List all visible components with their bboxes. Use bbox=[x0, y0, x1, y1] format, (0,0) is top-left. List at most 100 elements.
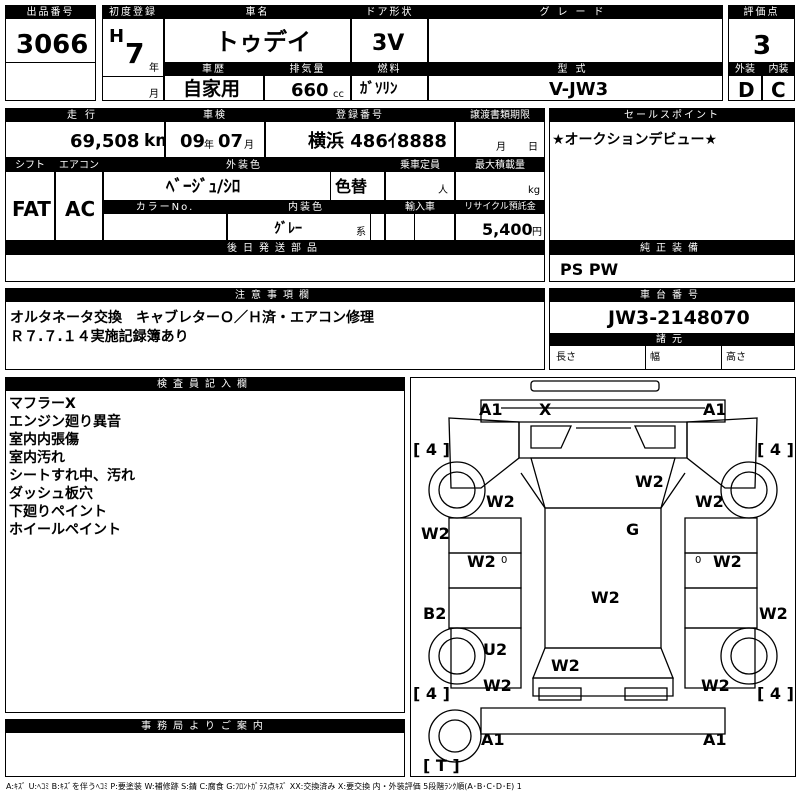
int-color-box: 内装色 ｸﾞﾚｰ 系 bbox=[227, 200, 385, 241]
later-parts-box: 後日発送部品 bbox=[5, 241, 545, 282]
spare-tire: [ T ] bbox=[423, 756, 460, 775]
transfer-box: 譲渡書類期限 月 日 bbox=[455, 108, 545, 158]
legend: A:ｷｽﾞ U:ﾍｺﾐ B:ｷｽﾞを伴うﾍｺﾐ P:要塗装 W:補修跡 S:錆 … bbox=[6, 782, 522, 791]
damage-rear-fender-right: W2 bbox=[701, 676, 730, 695]
ext-color-value: ﾍﾞｰｼﾞｭ/ｼﾛ bbox=[166, 177, 241, 197]
recycle-value: 5,400 bbox=[482, 220, 533, 239]
dims-length: 長さ bbox=[556, 352, 576, 363]
shift-value: FAT bbox=[12, 197, 51, 221]
inspection-box: 車検 09 年 07 月 bbox=[165, 108, 265, 158]
later-parts-label: 後日発送部品 bbox=[6, 242, 544, 255]
car-name-label: 車名 bbox=[165, 6, 350, 19]
score-box: 評価点 3 bbox=[728, 5, 795, 63]
load-label: 最大積載量 bbox=[456, 159, 544, 172]
int-color-value: ｸﾞﾚｰ bbox=[274, 221, 302, 237]
inspector-label: 検査員記入欄 bbox=[6, 378, 404, 391]
genuine-box: 純正装備 PS PW bbox=[549, 241, 795, 282]
dims-width: 幅 bbox=[650, 352, 660, 363]
mileage-label: 走行 bbox=[6, 109, 164, 122]
door-value: 3V bbox=[372, 31, 405, 56]
reg-month-unit: 月 bbox=[149, 89, 159, 100]
inspector-line: ホイールペイント bbox=[9, 522, 121, 538]
damage-trunk: W2 bbox=[551, 656, 580, 675]
inspector-line: 室内内張傷 bbox=[9, 432, 79, 448]
mileage-value: 69,508 bbox=[70, 131, 140, 152]
damage-fender-left: W2 bbox=[486, 492, 515, 511]
inspection-month-unit: 月 bbox=[244, 140, 254, 151]
notes-line1: オルタネータ交換 キャブレターＯ／Ｈ済・エアコン修理 bbox=[10, 310, 374, 326]
damage-rear-fender-left: W2 bbox=[483, 676, 512, 695]
history-value: 自家用 bbox=[183, 78, 241, 100]
plate-box: 登録番号 横浜 486ｲ8888 bbox=[265, 108, 455, 158]
plate-label: 登録番号 bbox=[266, 109, 454, 122]
door-label: ドア形状 bbox=[352, 6, 427, 19]
ext-color-box: 外装色 ﾍﾞｰｼﾞｭ/ｼﾛ 色替 bbox=[103, 158, 385, 201]
inspector-line: マフラーX bbox=[9, 396, 76, 412]
import-box: 輸入車 bbox=[385, 200, 455, 241]
tire-rear-left: [ 4 ] bbox=[413, 684, 450, 703]
transfer-month-unit: 月 bbox=[496, 142, 506, 153]
transfer-label: 譲渡書類期限 bbox=[456, 109, 544, 122]
fuel-value: ｶﾞｿﾘﾝ bbox=[360, 79, 398, 97]
recycle-label: リサイクル預託金 bbox=[456, 201, 544, 214]
reg-year-box: 初度登録 H 7 年 月 bbox=[102, 5, 164, 101]
exterior-box: 外装 D bbox=[728, 62, 762, 101]
history-label: 車歴 bbox=[165, 63, 263, 76]
aircon-box: エアコン AC bbox=[55, 158, 103, 241]
capacity-box: 乗車定員 人 bbox=[385, 158, 455, 201]
displacement-unit: cc bbox=[333, 89, 344, 100]
int-color-label: 内装色 bbox=[228, 201, 384, 214]
displacement-label: 排気量 bbox=[265, 63, 350, 76]
car-outline-icon bbox=[428, 380, 778, 763]
tire-front-right: [ 4 ] bbox=[757, 440, 794, 459]
damage-front-left: A1 bbox=[479, 400, 503, 419]
score-label: 評価点 bbox=[729, 6, 794, 19]
import-label: 輸入車 bbox=[386, 201, 454, 214]
tire-front-left: [ 4 ] bbox=[413, 440, 450, 459]
ext-color-repaint: 色替 bbox=[335, 177, 368, 196]
notes-label: 注意事項欄 bbox=[6, 289, 544, 302]
interior-label: 内装 bbox=[763, 63, 794, 76]
notes-box: 注意事項欄 オルタネータ交換 キャブレターＯ／Ｈ済・エアコン修理 Ｒ７.７.１４… bbox=[5, 288, 545, 370]
lot-number: 3066 bbox=[16, 30, 89, 60]
chassis-label: 車台番号 bbox=[550, 289, 794, 302]
car-damage-diagram: A1 X A1 [ 4 ] [ 4 ] W2 W2 W2 G W2 W2 0 W… bbox=[410, 377, 796, 777]
exterior-label: 外装 bbox=[729, 63, 761, 76]
inspector-line: エンジン廻り異音 bbox=[9, 414, 121, 430]
office-label: 事務局よりご案内 bbox=[6, 720, 404, 733]
history-box: 車歴 自家用 bbox=[164, 62, 264, 101]
inspection-month: 07 bbox=[218, 131, 244, 152]
damage-roof: W2 bbox=[591, 588, 620, 607]
damage-fender-right: W2 bbox=[695, 492, 724, 511]
transfer-day-unit: 日 bbox=[528, 142, 538, 153]
damage-door-right: W2 bbox=[713, 552, 742, 571]
lot-box: 出品番号 3066 bbox=[5, 5, 96, 101]
inspection-year-unit: 年 bbox=[204, 140, 214, 151]
model-box: 型式 V-JW3 bbox=[428, 62, 723, 101]
grade-box: グレード bbox=[428, 5, 723, 63]
chassis-value: JW3-2148070 bbox=[608, 307, 750, 329]
inspector-box: 検査員記入欄 マフラーX エンジン廻り異音 室内内張傷 室内汚れ シートすれ中、… bbox=[5, 377, 405, 713]
fuel-box: 燃料 ｶﾞｿﾘﾝ bbox=[351, 62, 428, 101]
load-unit: kg bbox=[528, 185, 541, 196]
plate-value: 横浜 486ｲ8888 bbox=[308, 131, 447, 152]
notes-line2: Ｒ７.７.１４実施記録簿あり bbox=[10, 329, 189, 345]
displacement-value: 660 bbox=[291, 80, 329, 101]
car-name-box: 車名 トゥデイ bbox=[164, 5, 351, 63]
model-value: V-JW3 bbox=[549, 79, 609, 100]
damage-rear-left: A1 bbox=[481, 730, 505, 749]
recycle-box: リサイクル預託金 5,400 円 bbox=[455, 200, 545, 241]
color-no-label: カラーNo. bbox=[104, 201, 226, 214]
shift-box: シフト FAT bbox=[5, 158, 55, 241]
exterior-value: D bbox=[738, 78, 755, 102]
dims-label: 諸元 bbox=[550, 333, 794, 346]
office-box: 事務局よりご案内 bbox=[5, 719, 405, 777]
color-no-box: カラーNo. bbox=[103, 200, 227, 241]
reg-year-unit: 年 bbox=[149, 63, 159, 74]
interior-box: 内装 C bbox=[762, 62, 795, 101]
grade-label: グレード bbox=[429, 6, 722, 19]
sales-point-box: セールスポイント ★オークションデビュー★ bbox=[549, 108, 795, 241]
recycle-unit: 円 bbox=[532, 227, 542, 238]
reg-year-label: 初度登録 bbox=[103, 6, 163, 19]
lot-label: 出品番号 bbox=[6, 6, 95, 19]
